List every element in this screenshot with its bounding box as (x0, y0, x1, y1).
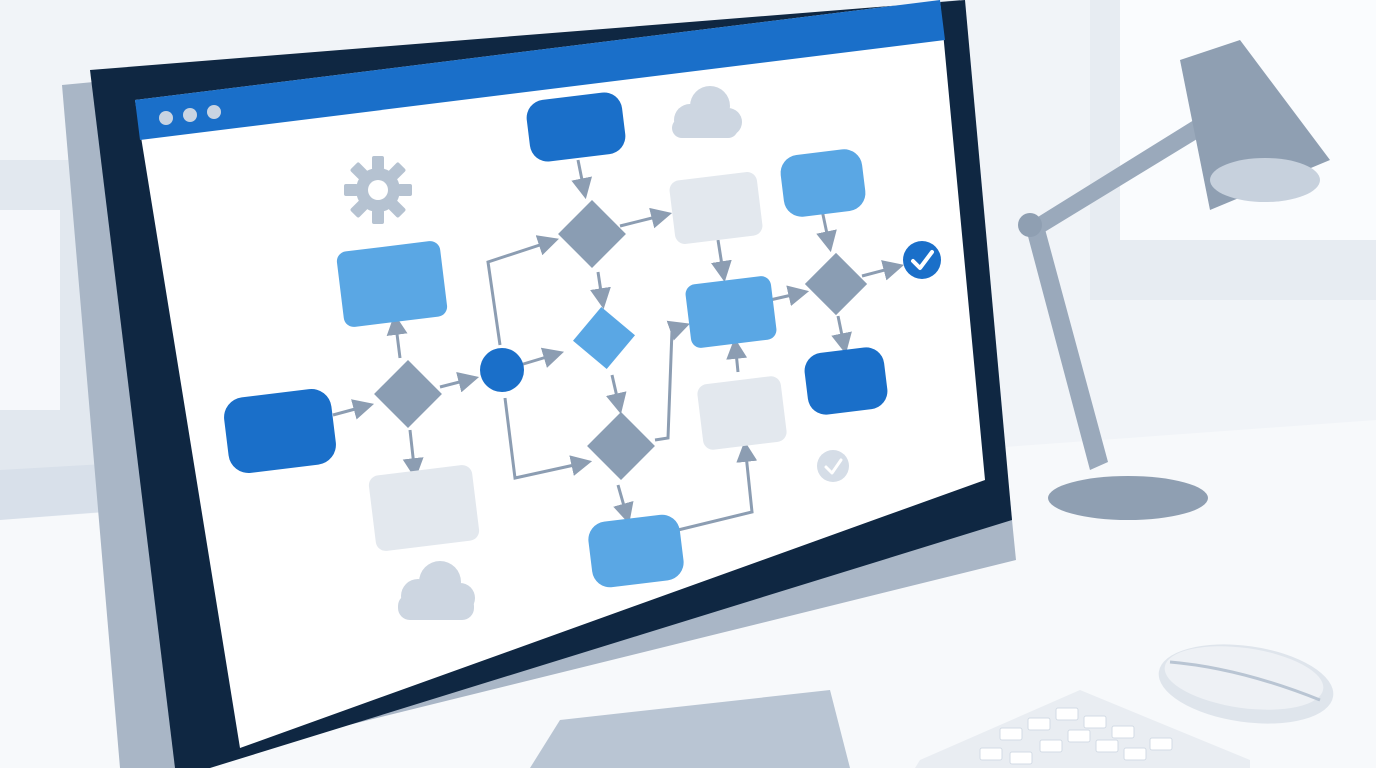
flow-diamond-left[interactable] (374, 360, 442, 428)
gear-icon (344, 156, 412, 224)
check-circle-icon (903, 241, 941, 279)
flow-diamond-blue[interactable] (573, 307, 635, 369)
flow-node-start[interactable] (222, 387, 338, 476)
flow-node-mid-right[interactable] (684, 275, 777, 349)
check-circle-icon (817, 450, 849, 482)
monitor-stand (530, 690, 850, 768)
flow-node-top-center[interactable] (525, 90, 628, 163)
flowchart-nodes (222, 90, 890, 590)
flow-node-top-left[interactable] (336, 240, 448, 328)
desk-lamp (1018, 40, 1330, 520)
mouse (1158, 644, 1334, 724)
flowchart-connectors (332, 159, 905, 532)
flow-node-bottom-left[interactable] (368, 464, 480, 552)
flow-node-lower-right[interactable] (803, 345, 890, 416)
cloud-icon (672, 86, 742, 138)
window-dot-icon[interactable] (183, 108, 197, 122)
window-dot-icon[interactable] (207, 105, 221, 119)
keyboard (915, 690, 1250, 768)
flow-node-upper-mid[interactable] (668, 171, 763, 245)
flow-diamond-right[interactable] (804, 252, 868, 316)
flowchart-decisions (374, 200, 868, 480)
flow-node-lower-mid[interactable] (696, 375, 787, 451)
flow-node-bottom-center[interactable] (586, 513, 685, 590)
title-bar (135, 0, 945, 140)
cloud-icon (398, 561, 475, 620)
flow-hub-circle[interactable] (480, 348, 524, 392)
window-dot-icon[interactable] (159, 111, 173, 125)
flow-node-upper-right[interactable] (779, 147, 868, 219)
left-window (0, 210, 60, 410)
flow-diamond-bottom[interactable] (587, 412, 655, 480)
